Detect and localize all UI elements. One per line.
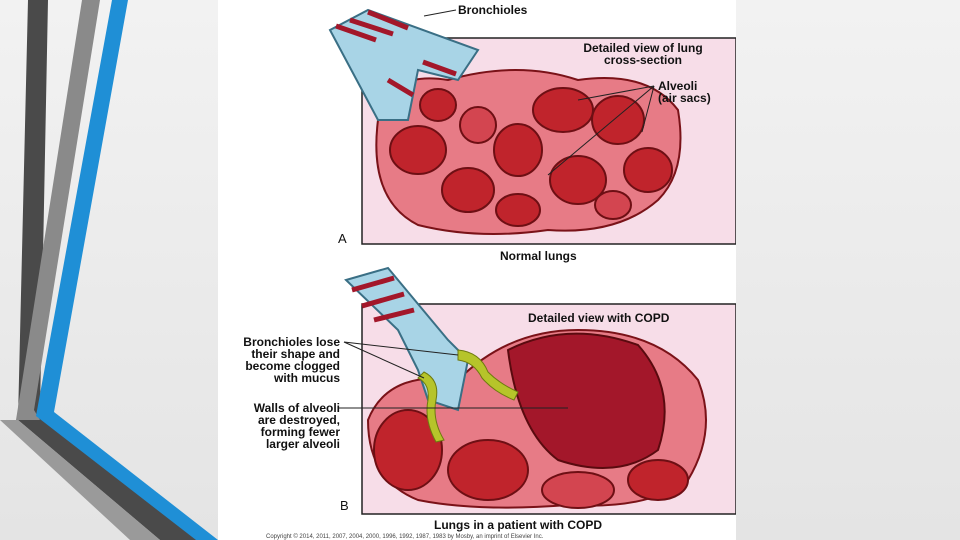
label-walls-alveoli: Walls of alveoli are destroyed, forming … xyxy=(218,402,340,450)
label-alveoli: Alveoli (air sacs) xyxy=(658,80,711,104)
lung-figure: Bronchioles Detailed view of lung cross-… xyxy=(218,0,736,540)
panel-b-bronchiole xyxy=(344,266,470,412)
label-alveoli-line1: Alveoli xyxy=(658,79,698,93)
label-alveoli-line2: (air sacs) xyxy=(658,91,711,105)
mucus-plugs xyxy=(417,349,519,443)
label-bronchioles-clogged-line4: with mucus xyxy=(273,371,340,385)
label-bronchioles-clogged-line1: Bronchioles lose xyxy=(243,335,340,349)
lung-illustration xyxy=(328,8,736,515)
panel-a-box-title: Detailed view of lung cross-section xyxy=(548,42,736,66)
panel-b-tissue xyxy=(366,328,707,509)
panel-a-box-title-line1: Detailed view of lung xyxy=(583,41,703,55)
slide-decoration xyxy=(0,0,218,540)
label-bronchioles-clogged-line3: become clogged xyxy=(245,359,340,373)
panel-b-box-title: Detailed view with COPD xyxy=(528,311,670,325)
deco-gray-band xyxy=(16,0,100,420)
panel-b-caption: Lungs in a patient with COPD xyxy=(434,518,602,532)
panel-a-box-title-line2: cross-section xyxy=(603,53,683,67)
deco-blue-band xyxy=(36,0,218,540)
label-bronchioles: Bronchioles xyxy=(458,3,528,17)
panel-a-pointers xyxy=(423,9,655,176)
deco-dark-band xyxy=(18,0,200,540)
label-walls-alveoli-line3: forming fewer xyxy=(260,425,340,439)
label-bronchioles-clogged-line2: their shape and xyxy=(251,347,340,361)
label-walls-alveoli-line2: are destroyed, xyxy=(257,413,340,427)
label-bronchioles-clogged: Bronchioles lose their shape and become … xyxy=(218,336,340,384)
panel-a-letter: A xyxy=(338,231,347,246)
panel-a-caption: Normal lungs xyxy=(500,249,577,263)
copyright-notice: Copyright © 2014, 2011, 2007, 2004, 2000… xyxy=(266,534,544,540)
deco-gray-band-lower xyxy=(0,420,160,540)
label-walls-alveoli-line4: larger alveoli xyxy=(265,437,340,451)
panel-b-pointers xyxy=(338,341,568,409)
label-walls-alveoli-line1: Walls of alveoli xyxy=(253,401,340,415)
panel-a-tissue xyxy=(375,69,682,235)
panel-b-letter: B xyxy=(340,498,349,513)
panel-a-bronchiole xyxy=(328,8,480,121)
